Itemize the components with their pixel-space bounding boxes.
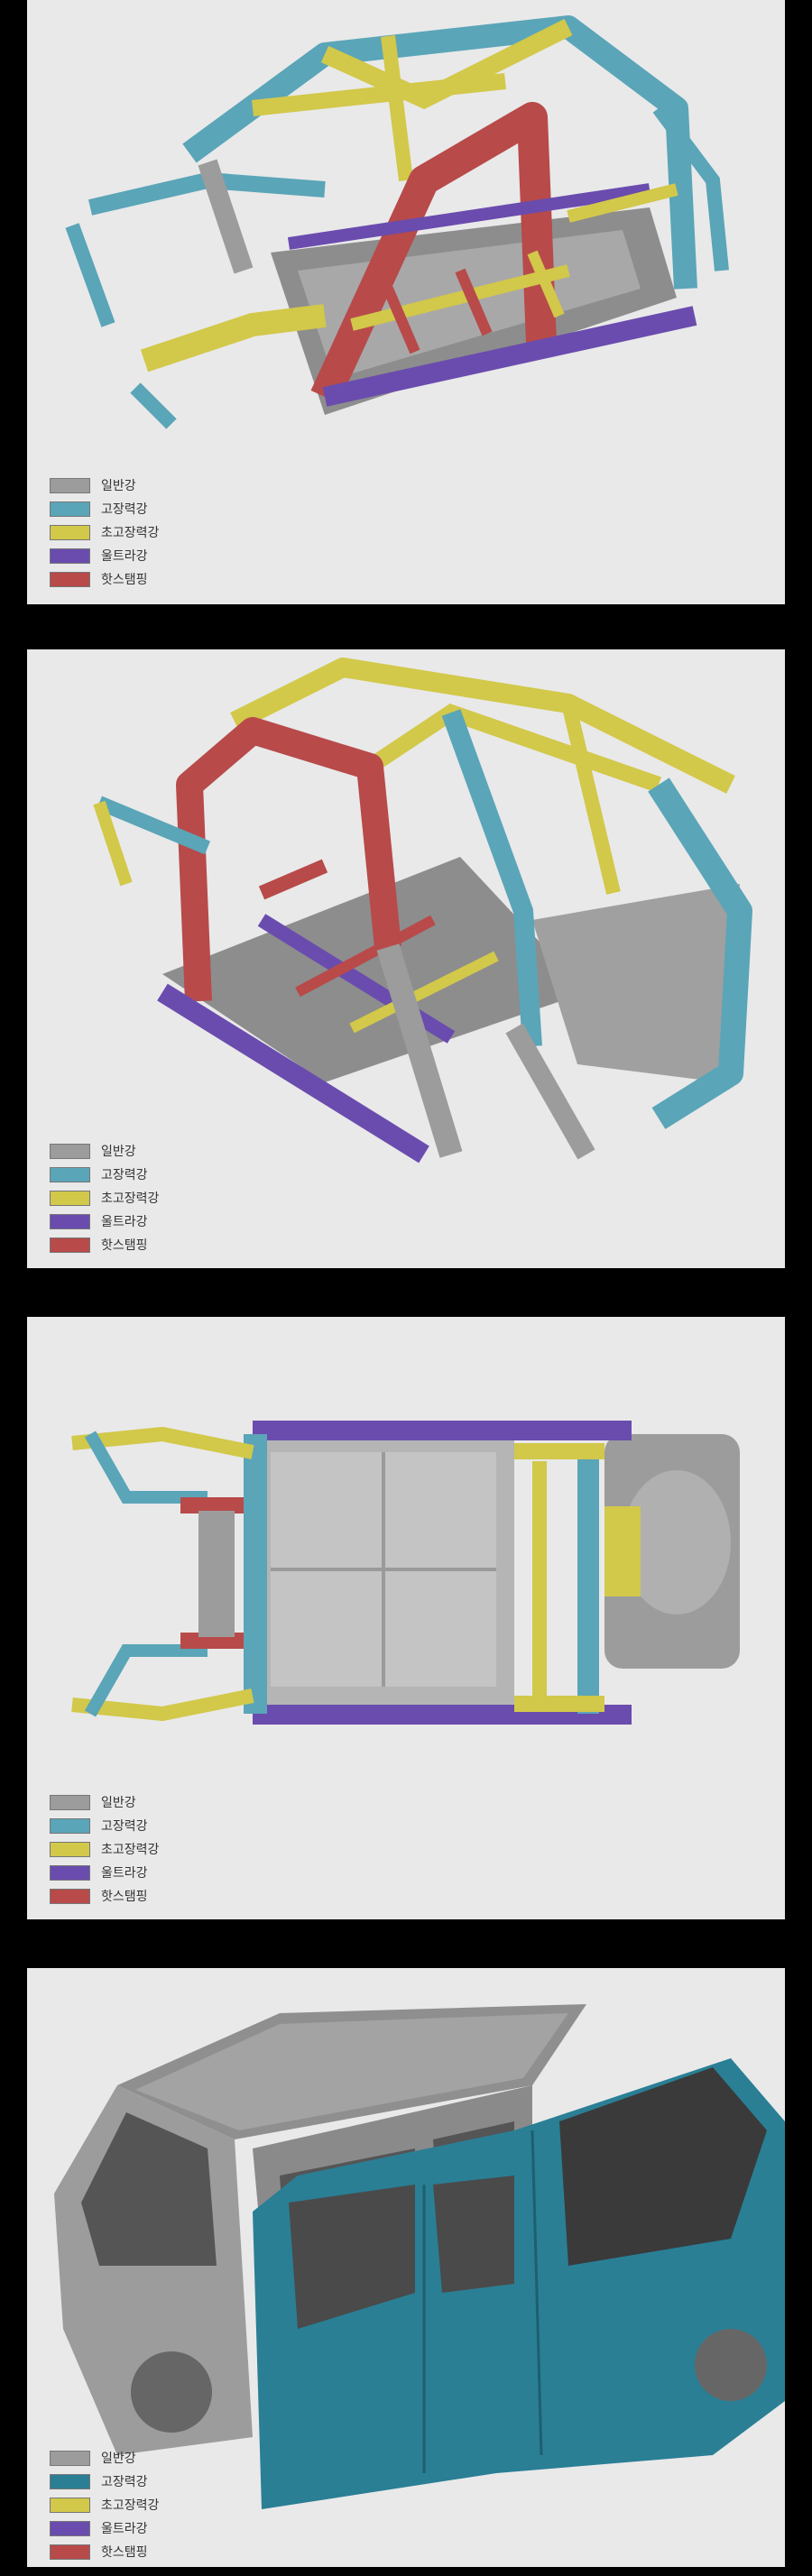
swatch-ahss <box>50 1841 90 1857</box>
pillar-hot-stamping <box>176 717 401 1002</box>
floor-panel <box>162 857 586 1082</box>
swatch-hot-stamping <box>50 571 90 587</box>
rocker-ultra <box>322 306 697 407</box>
outer-panels-diagram <box>54 2004 785 2509</box>
sill-ultra <box>253 1421 632 1440</box>
legend-item-ultra: 울트라강 <box>50 2516 159 2540</box>
panel-outer-panels-view: 일반강 고장력강 초고장력강 울트라강 핫스탬핑 <box>27 1968 785 2567</box>
swatch-high-tensile <box>50 2473 90 2489</box>
legend-item-ahss: 초고장력강 <box>50 520 159 544</box>
swatch-ultra <box>50 1864 90 1881</box>
swatch-ahss <box>50 1190 90 1206</box>
swatch-hot-stamping <box>50 1888 90 1904</box>
swatch-mild <box>50 477 90 493</box>
swatch-ahss <box>50 2497 90 2513</box>
swatch-hot-stamping <box>50 2544 90 2560</box>
swatch-ultra <box>50 1213 90 1229</box>
legend-item-high-tensile: 고장력강 <box>50 497 159 520</box>
swatch-hot-stamping <box>50 1237 90 1253</box>
legend-item-hot-stamping: 핫스탬핑 <box>50 567 159 591</box>
legend-item-hot-stamping: 핫스탬핑 <box>50 2540 159 2563</box>
pillar-hot-stamping <box>310 102 557 404</box>
swatch-mild <box>50 2450 90 2466</box>
legend-item-high-tensile: 고장력강 <box>50 1814 159 1837</box>
legend-item-ahss: 초고장력강 <box>50 2493 159 2516</box>
swatch-ahss <box>50 524 90 540</box>
crossmember-hot-stamping <box>180 1497 244 1513</box>
legend-item-ahss: 초고장력강 <box>50 1837 159 1861</box>
swatch-mild <box>50 1143 90 1159</box>
rail-high-tensile <box>244 1434 267 1714</box>
material-legend: 일반강 고장력강 초고장력강 울트라강 핫스탬핑 <box>50 474 159 591</box>
legend-item-mild: 일반강 <box>50 1139 159 1163</box>
legend-item-ultra: 울트라강 <box>50 1861 159 1884</box>
panel-body-frame-front-view: 일반강 고장력강 초고장력강 울트라강 핫스탬핑 <box>27 0 785 604</box>
legend-item-mild: 일반강 <box>50 474 159 497</box>
legend-item-mild: 일반강 <box>50 1790 159 1814</box>
panel-body-frame-rear-view: 일반강 고장력강 초고장력강 울트라강 핫스탬핑 <box>27 649 785 1268</box>
swatch-ultra <box>50 2520 90 2536</box>
legend-item-ultra: 울트라강 <box>50 544 159 567</box>
swatch-ultra <box>50 547 90 564</box>
legend-item-hot-stamping: 핫스탬핑 <box>50 1884 159 1908</box>
legend-item-mild: 일반강 <box>50 2446 159 2470</box>
legend-item-ahss: 초고장력강 <box>50 1186 159 1210</box>
swatch-high-tensile <box>50 1166 90 1182</box>
legend-item-high-tensile: 고장력강 <box>50 1163 159 1186</box>
rear-frame-high-tensile <box>648 777 752 1129</box>
swatch-high-tensile <box>50 501 90 517</box>
legend-item-hot-stamping: 핫스탬핑 <box>50 1233 159 1256</box>
material-legend: 일반강 고장력강 초고장력강 울트라강 핫스탬핑 <box>50 1790 159 1908</box>
rocker-ultra <box>157 983 429 1164</box>
legend-item-high-tensile: 고장력강 <box>50 2470 159 2493</box>
swatch-high-tensile <box>50 1817 90 1834</box>
material-legend: 일반강 고장력강 초고장력강 울트라강 핫스탬핑 <box>50 1139 159 1256</box>
swatch-mild <box>50 1794 90 1810</box>
legend-item-ultra: 울트라강 <box>50 1210 159 1233</box>
panel-underbody-view: 일반강 고장력강 초고장력강 울트라강 핫스탬핑 <box>27 1317 785 1919</box>
underbody-diagram <box>71 1421 740 1725</box>
body-frame-diagram <box>65 15 729 429</box>
material-legend: 일반강 고장력강 초고장력강 울트라강 핫스탬핑 <box>50 2446 159 2563</box>
body-frame-diagram <box>93 658 752 1164</box>
